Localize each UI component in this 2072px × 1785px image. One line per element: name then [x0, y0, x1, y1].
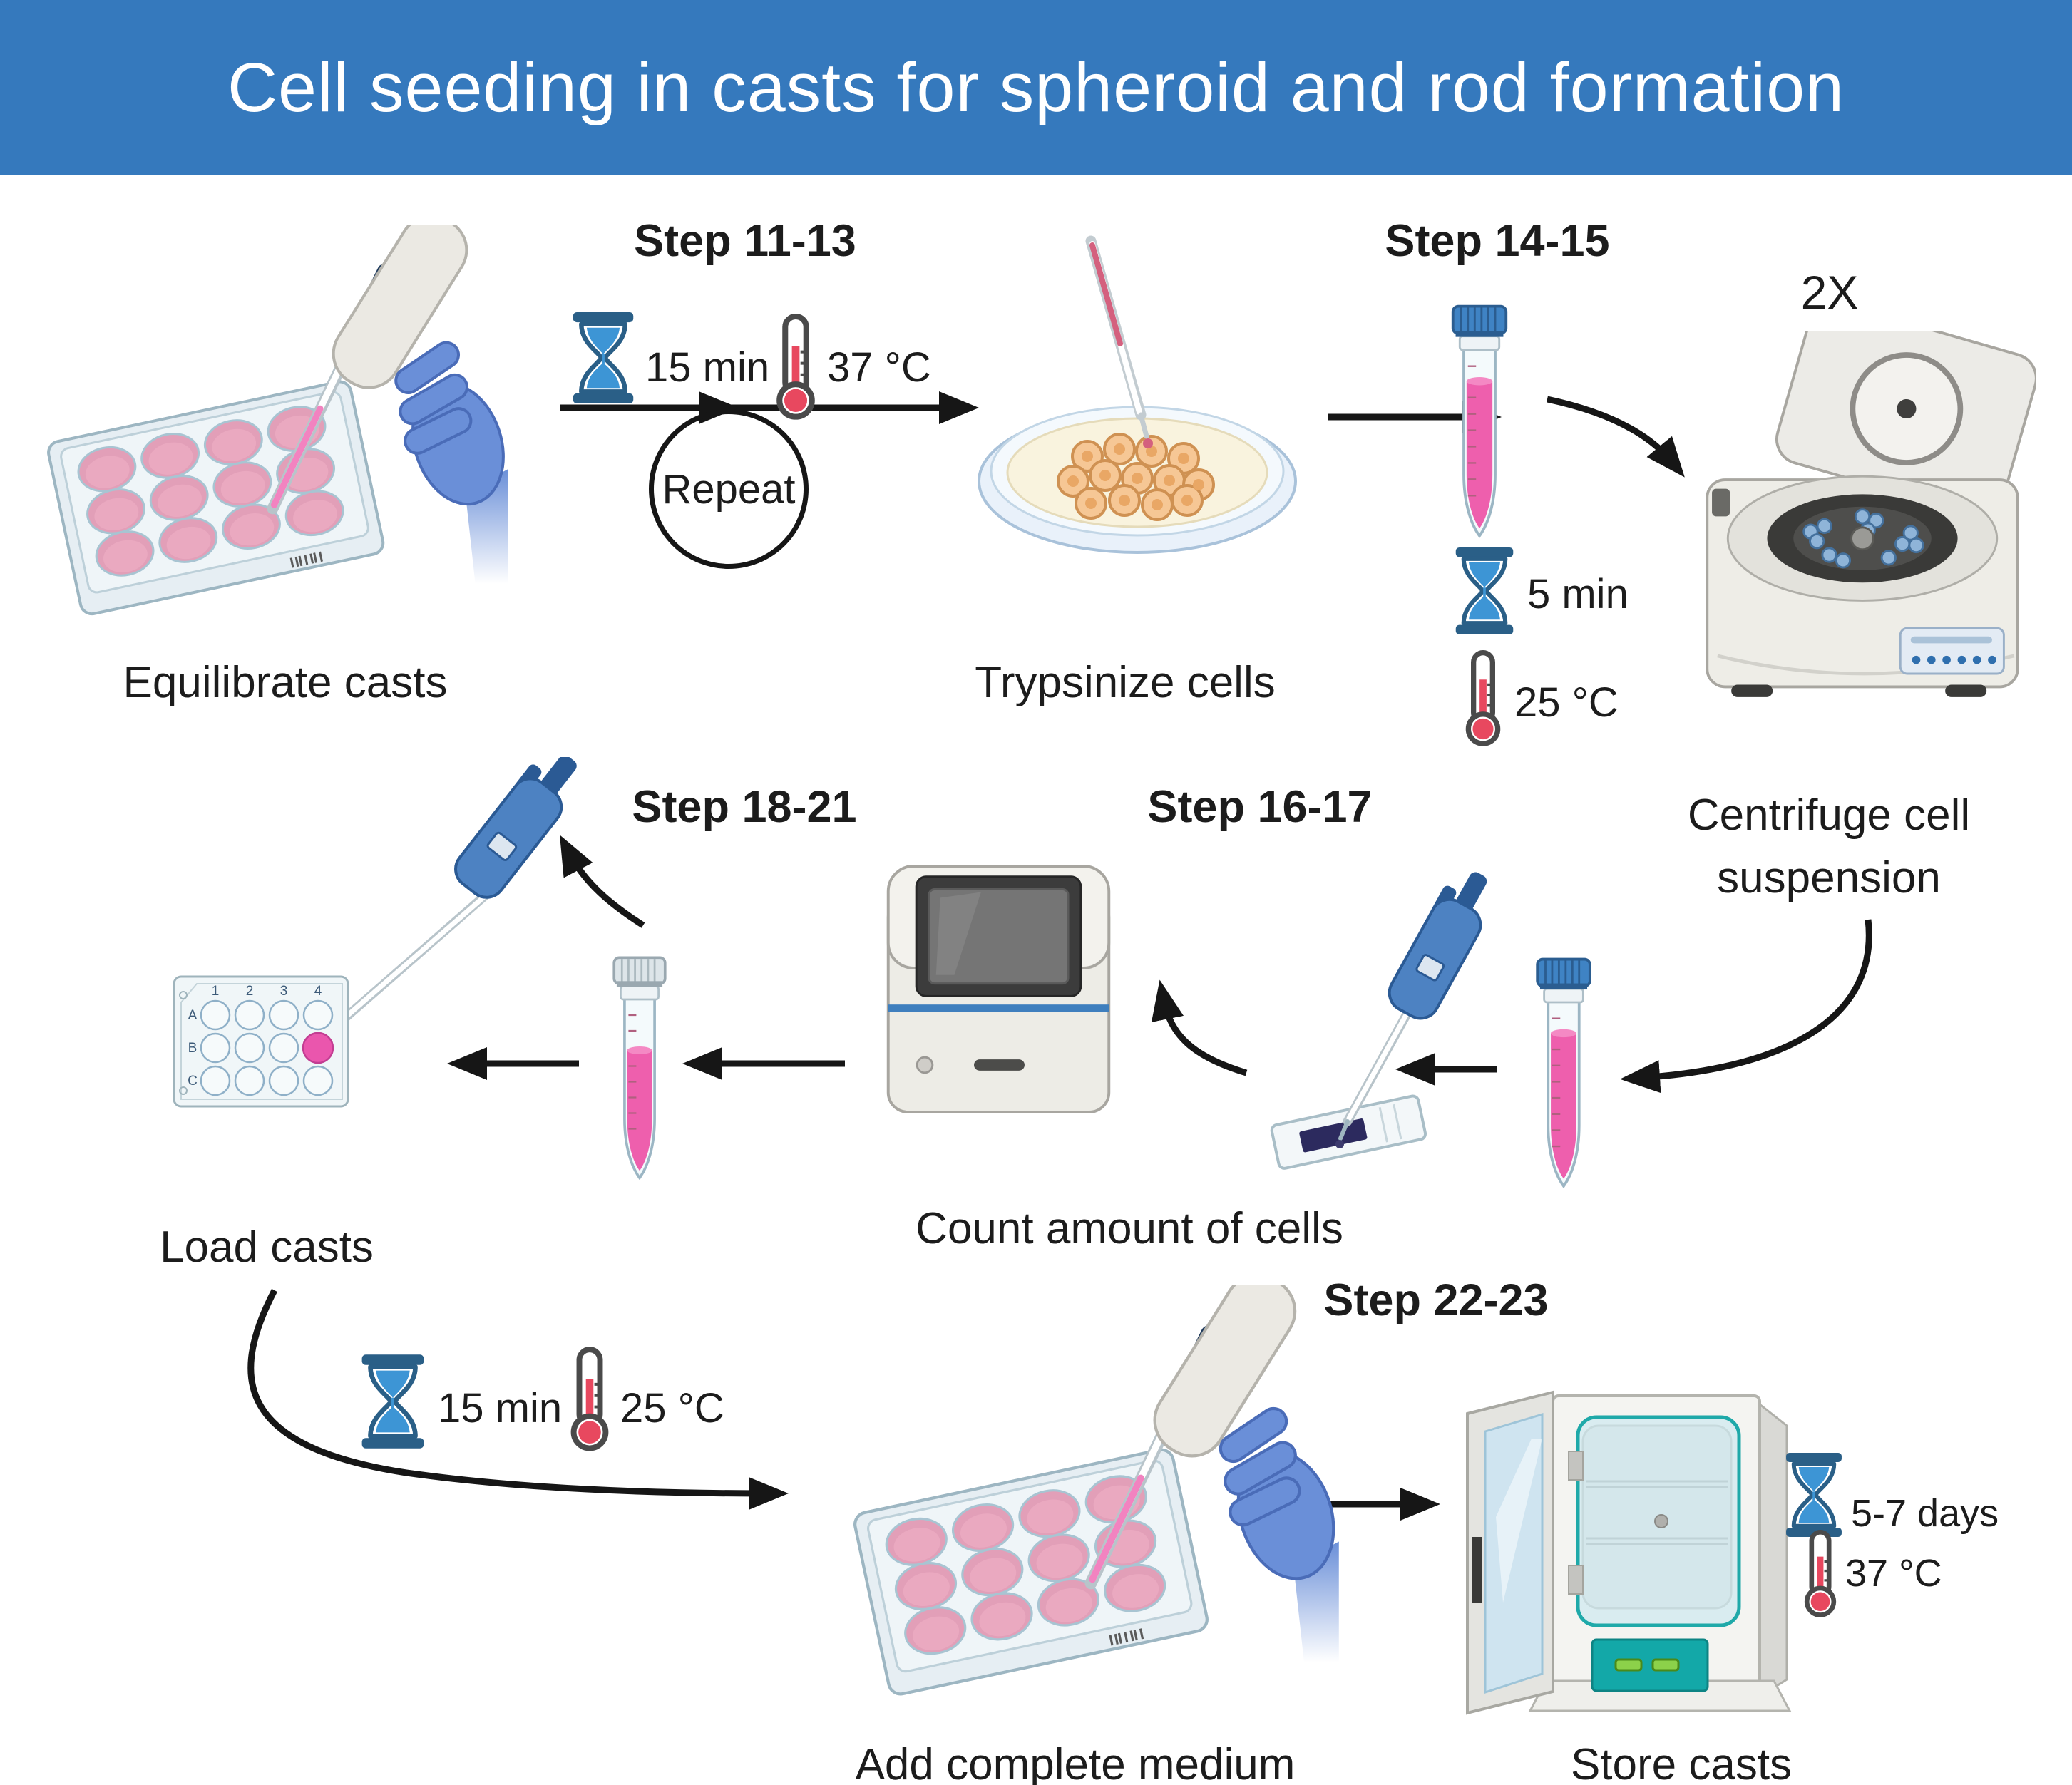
- well-plate-pipetting-illustration-2: [841, 1285, 1340, 1723]
- temperature-label: 37 °C: [1845, 1552, 1942, 1595]
- counting-slide: [1270, 1094, 1427, 1170]
- hourglass-icon: [1453, 547, 1516, 634]
- caption-store-casts: Store casts: [1570, 1740, 1793, 1785]
- time-label: 15 min: [645, 344, 770, 391]
- hourglass-icon: [1784, 1453, 1844, 1537]
- step-16-17-label: Step 16-17: [1147, 782, 1373, 832]
- step-14-15-label: Step 14-15: [1385, 216, 1610, 266]
- temperature-label: 25 °C: [620, 1385, 724, 1431]
- 12-well-plate-illustration: 1 2 3 4 A B C: [173, 975, 349, 1108]
- filled-well: [302, 1032, 334, 1064]
- centrifuge-illustration: [1706, 331, 2036, 697]
- title-bar: Cell seeding in casts for spheroid and r…: [0, 0, 2072, 175]
- arrow-tube3-to-micropipette: [559, 835, 645, 928]
- arrow-centrifuge-to-tube2: [1620, 919, 1872, 1094]
- step-11-13-label: Step 11-13: [634, 216, 856, 266]
- well-col-label: 1: [212, 984, 220, 999]
- step-22-23-label: Step 22-23: [1323, 1275, 1549, 1325]
- hourglass-icon: [360, 1352, 426, 1451]
- step-18-21-label: Step 18-21: [632, 782, 857, 832]
- well-col-label: 2: [246, 984, 254, 999]
- time-label: 15 min: [438, 1385, 563, 1431]
- well-row-label: B: [188, 1041, 198, 1056]
- hourglass-icon: [570, 312, 636, 403]
- micropipette-body: [454, 757, 577, 899]
- caption-centrifuge-cell-suspension: Centrifuge cell suspension: [1687, 791, 1971, 902]
- falcon-tube-2: [1533, 954, 1594, 1196]
- dropper-pipette: [1085, 235, 1153, 448]
- arrow-slide-to-counter: [1151, 979, 1248, 1076]
- centrifuge-control-panel: [1899, 627, 2005, 675]
- thermometer-icon: [1463, 650, 1503, 747]
- thermometer-icon: [1802, 1530, 1838, 1618]
- rotor-tubes: [1802, 508, 1924, 569]
- centrifuge-runs-label: 2X: [1800, 266, 1859, 319]
- micropipette-illustration: [320, 757, 577, 1044]
- incubator-illustration: [1466, 1390, 1792, 1715]
- counting-pipette-slide-illustration: [1270, 872, 1487, 1170]
- well-col-label: 4: [314, 984, 322, 999]
- arrow-tube-to-centrifuge: [1547, 396, 1685, 478]
- well-row-label: A: [188, 1008, 198, 1023]
- time-label: 5 min: [1527, 571, 1629, 617]
- caption-add-complete-medium: Add complete medium: [855, 1740, 1296, 1785]
- well-col-label: 3: [280, 984, 288, 999]
- thermometer-icon: [569, 1346, 610, 1453]
- caption-equilibrate-casts: Equilibrate casts: [123, 658, 448, 707]
- falcon-tube-3: [607, 952, 672, 1188]
- centrifuge-lid: [1775, 331, 2036, 517]
- caption-load-casts: Load casts: [160, 1223, 374, 1272]
- incubator-control-panel: [1591, 1638, 1709, 1692]
- caption-count-amount-of-cells: Count amount of cells: [916, 1204, 1343, 1253]
- temperature-label: 37 °C: [827, 344, 931, 391]
- caption-trypsinize-cells: Trypsinize cells: [975, 658, 1276, 707]
- well-plate-pipetting-illustration: [36, 225, 510, 642]
- cell-counter-illustration: [886, 865, 1111, 1113]
- repeat-loop: Repeat: [649, 409, 809, 569]
- thermometer-icon: [774, 314, 817, 421]
- petri-dish-illustration: [978, 235, 1297, 554]
- incubator-outer-door: [1466, 1390, 1554, 1715]
- time-label: 5-7 days: [1851, 1492, 1999, 1535]
- repeat-label: Repeat: [662, 465, 796, 513]
- micropipette-body: [1388, 872, 1487, 1020]
- well-row-label: C: [188, 1074, 198, 1089]
- page-title: Cell seeding in casts for spheroid and r…: [227, 48, 1845, 126]
- temperature-label: 25 °C: [1514, 679, 1619, 726]
- falcon-tube-1: [1449, 298, 1510, 549]
- arrow-load-to-medium: [247, 1288, 789, 1510]
